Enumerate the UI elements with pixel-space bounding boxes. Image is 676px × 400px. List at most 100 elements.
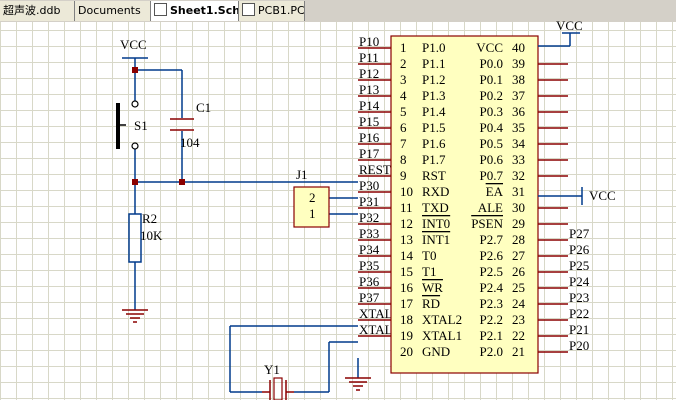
pin-number-24: 24 <box>512 296 526 311</box>
pin-name-23: P2.2 <box>480 312 503 327</box>
pin-number-13: 13 <box>400 232 413 247</box>
pin-number-6: 6 <box>400 120 407 135</box>
pin-number-2: 2 <box>400 56 407 71</box>
net-label-p31: P31 <box>359 194 379 209</box>
pin-name-28: P2.7 <box>480 232 504 247</box>
net-label-p26: P26 <box>569 242 590 257</box>
pin-name-22: P2.1 <box>480 328 503 343</box>
net-label-xtal1: XTAL1 <box>359 322 399 337</box>
tab-documents[interactable]: Documents <box>75 1 151 21</box>
pin-number-15: 15 <box>400 264 413 279</box>
net-label-p33: P33 <box>359 226 379 241</box>
pin-name-39: P0.0 <box>480 56 503 71</box>
net-label-p32: P32 <box>359 210 379 225</box>
connector-j1[interactable]: J1 2 1 <box>293 167 330 228</box>
pin-name-14: T0 <box>422 248 436 263</box>
r2-designator: R2 <box>142 211 157 226</box>
net-label-p14: P14 <box>359 98 380 113</box>
pin-name-15: T1 <box>422 264 436 279</box>
pin-number-28: 28 <box>512 232 525 247</box>
pin-number-11: 11 <box>400 200 413 215</box>
capacitor-c1[interactable]: C1 104 <box>170 100 211 150</box>
pin-number-25: 25 <box>512 280 525 295</box>
vcc-top-label: VCC <box>120 37 147 52</box>
tab-sheet1[interactable]: Sheet1.Sch <box>151 1 239 21</box>
ground-icon <box>345 377 371 391</box>
net-label-p16: P16 <box>359 130 380 145</box>
pin-name-9: RST <box>422 168 446 183</box>
pin-name-1: P1.0 <box>422 40 445 55</box>
pin-name-33: P0.6 <box>480 152 504 167</box>
resistor-r2[interactable]: R2 10K <box>128 211 163 263</box>
pin-name-34: P0.5 <box>480 136 503 151</box>
schematic-canvas[interactable] <box>0 22 676 400</box>
pin-name-38: P0.1 <box>480 72 503 87</box>
tab-ddb[interactable]: 超声波.ddb <box>0 1 75 21</box>
pin-number-23: 23 <box>512 312 525 327</box>
pin-name-11: TXD <box>422 200 449 215</box>
pin-name-35: P0.4 <box>480 120 504 135</box>
pin-name-24: P2.3 <box>480 296 503 311</box>
net-label-p35: P35 <box>359 258 379 273</box>
tab-pcb1[interactable]: PCB1.PCB <box>239 1 305 21</box>
net-label-p36: P36 <box>359 274 380 289</box>
net-label-p15: P15 <box>359 114 379 129</box>
tab-documents-label: Documents <box>78 4 141 17</box>
pin-name-8: P1.7 <box>422 152 446 167</box>
net-label-xtal2: XTAL2 <box>359 306 399 321</box>
j1-pin1-number: 1 <box>309 206 316 221</box>
vcc-power-port-ea[interactable]: VCC <box>538 187 616 205</box>
switch-s1[interactable]: S1 <box>116 100 148 150</box>
net-label-p21: P21 <box>569 322 589 337</box>
vcc-chip-label: VCC <box>556 18 583 33</box>
crystal-y1[interactable]: Y1 <box>262 362 294 400</box>
tab-pcb1-label: PCB1.PCB <box>258 4 305 17</box>
pin-number-17: 17 <box>400 296 414 311</box>
net-label-p37: P37 <box>359 290 380 305</box>
net-label-p23: P23 <box>569 290 589 305</box>
pin-number-37: 37 <box>512 88 526 103</box>
j1-designator: J1 <box>296 167 308 182</box>
net-label-p25: P25 <box>569 258 589 273</box>
ground-icon <box>122 309 148 323</box>
pin-name-2: P1.1 <box>422 56 445 71</box>
pin-name-27: P2.6 <box>480 248 504 263</box>
pin-name-31: EA <box>486 184 504 199</box>
pin-number-19: 19 <box>400 328 413 343</box>
net-label-p17: P17 <box>359 146 380 161</box>
pin-name-7: P1.6 <box>422 136 446 151</box>
pin-number-18: 18 <box>400 312 413 327</box>
pin-number-3: 3 <box>400 72 407 87</box>
pcb-doc-icon <box>242 3 255 16</box>
pin-name-36: P0.3 <box>480 104 503 119</box>
pin-name-37: P0.2 <box>480 88 503 103</box>
y1-designator: Y1 <box>264 362 280 377</box>
vcc-power-port-top[interactable]: VCC <box>120 37 148 70</box>
pin-name-32: P0.7 <box>480 168 504 183</box>
pin-number-32: 32 <box>512 168 525 183</box>
pin-number-9: 9 <box>400 168 407 183</box>
document-tab-bar: 超声波.ddb Documents Sheet1.Sch PCB1.PCB <box>0 0 676 23</box>
pin-number-14: 14 <box>400 248 414 263</box>
net-label-p11: P11 <box>359 50 379 65</box>
pin-number-20: 20 <box>400 344 413 359</box>
net-label-p34: P34 <box>359 242 380 257</box>
net-label-p24: P24 <box>569 274 590 289</box>
junction-dots <box>132 67 185 185</box>
tab-sheet1-label: Sheet1.Sch <box>170 4 239 17</box>
pin-number-5: 5 <box>400 104 407 119</box>
pin-name-21: P2.0 <box>480 344 503 359</box>
c1-designator: C1 <box>196 100 211 115</box>
vcc-power-port-chip[interactable]: VCC <box>538 18 583 47</box>
pin-number-16: 16 <box>400 280 414 295</box>
pin-name-30: ALE <box>478 200 503 215</box>
pin-number-39: 39 <box>512 56 525 71</box>
pin-number-1: 1 <box>400 40 407 55</box>
pin-number-40: 40 <box>512 40 525 55</box>
pin-name-29: PSEN <box>471 216 503 231</box>
net-label-p13: P13 <box>359 82 379 97</box>
r2-value: 10K <box>140 228 163 243</box>
